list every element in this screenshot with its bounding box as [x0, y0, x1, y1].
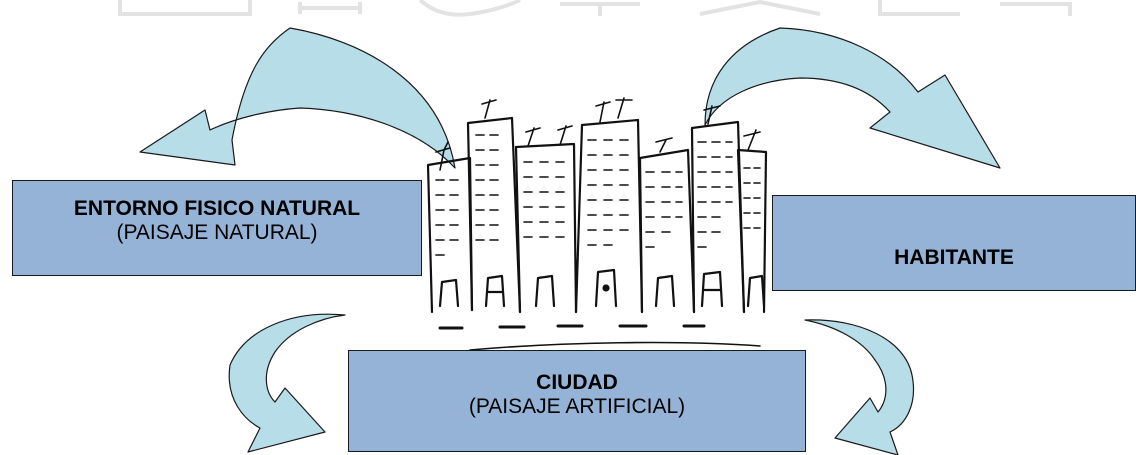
faint-header-watermark [118, 0, 1072, 17]
entorno-subtitle: (PAISAJE NATURAL) [116, 221, 318, 244]
entorno-fisico-natural-box: ENTORNO FISICO NATURAL (PAISAJE NATURAL) [12, 180, 422, 276]
ciudad-title: CIUDAD [536, 371, 618, 394]
city-buildings-illustration [426, 97, 768, 351]
curved-arrow-icon [139, 27, 456, 169]
ciudad-subtitle: (PAISAJE ARTIFICIAL) [468, 395, 686, 418]
curved-arrow-icon [228, 313, 346, 453]
curved-arrow-icon [804, 319, 914, 455]
entorno-title: ENTORNO FISICO NATURAL [73, 197, 361, 220]
habitante-box: HABITANTE [772, 195, 1136, 291]
habitante-title: HABITANTE [894, 246, 1014, 269]
curved-arrow-icon [704, 27, 1001, 169]
ciudad-box: CIUDAD (PAISAJE ARTIFICIAL) [348, 350, 806, 452]
